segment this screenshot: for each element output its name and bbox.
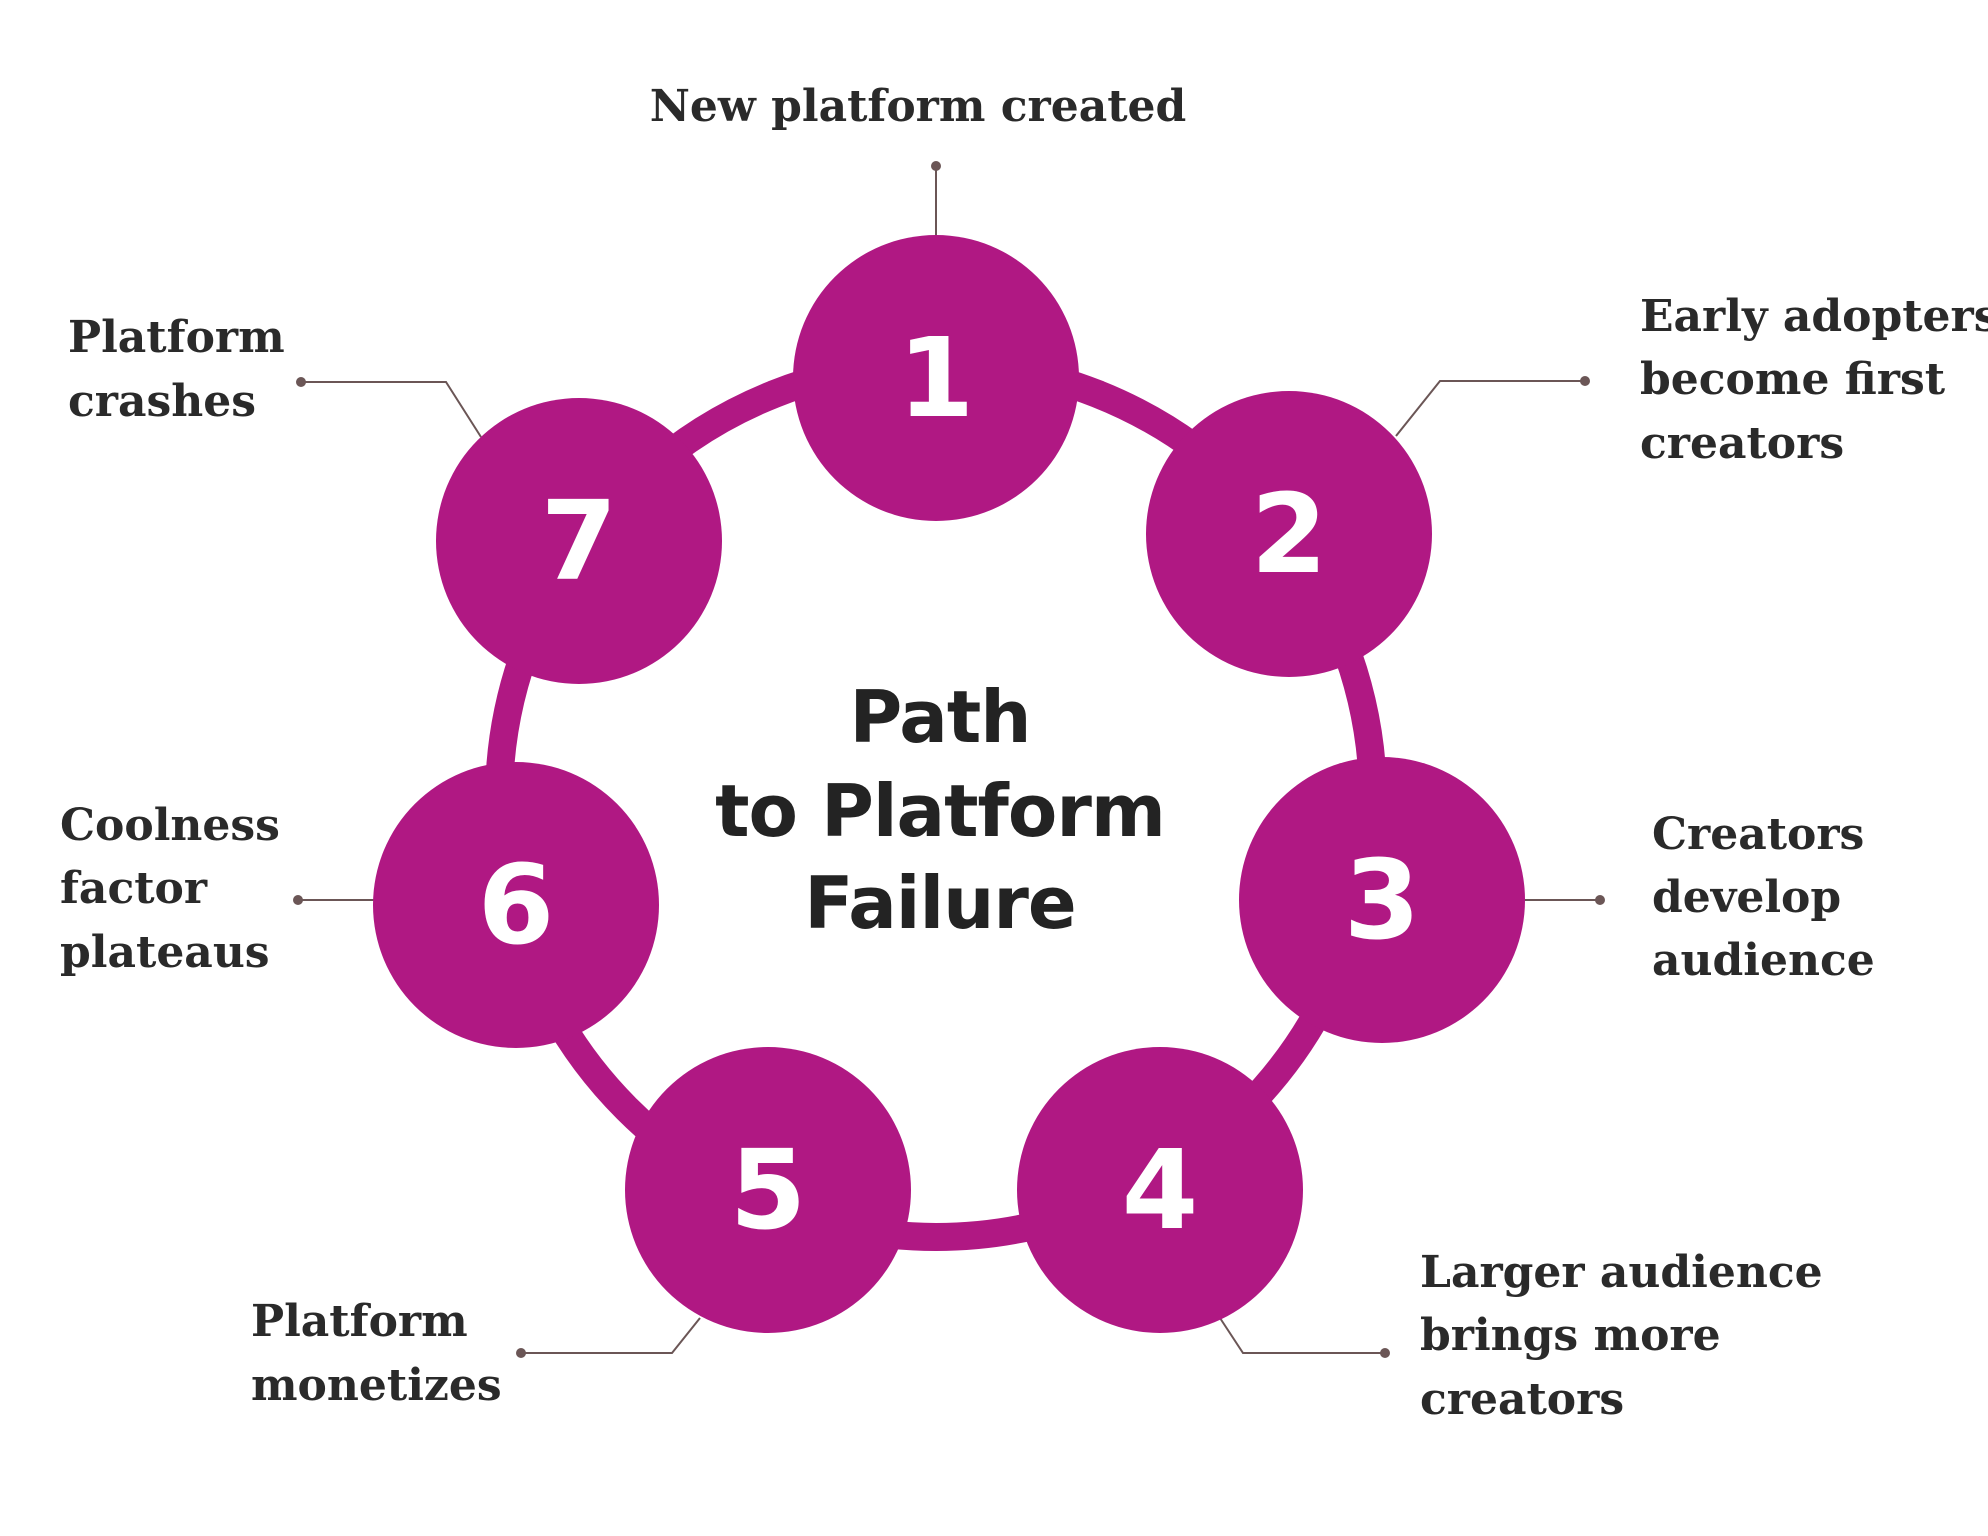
step-number-3: 3: [1344, 836, 1421, 964]
leader-line-5: [521, 1317, 701, 1354]
step-label-5-line-1: Platform: [251, 1296, 468, 1347]
step-circle-1: [793, 235, 1079, 521]
step-label-7-line-1: Platform: [68, 312, 285, 363]
step-circle-3: [1239, 757, 1525, 1043]
leader-line-2: [1395, 380, 1585, 437]
step-number-1: 1: [898, 314, 975, 442]
step-label-6-line-2: factor: [60, 863, 208, 914]
leader-dot-6: [293, 895, 303, 905]
step-label-2-line-3: creators: [1640, 418, 1844, 469]
step-node-3: 3: [1239, 757, 1525, 1043]
leader-dot-1: [931, 161, 941, 171]
step-label-3-line-3: audience: [1652, 935, 1875, 986]
step-number-5: 5: [730, 1126, 807, 1254]
step-node-4: 4: [1017, 1047, 1303, 1333]
step-label-7: Platform crashes: [68, 312, 285, 427]
step-circle-4: [1017, 1047, 1303, 1333]
center-title: Path to Platform Failure: [715, 675, 1166, 945]
step-label-1-line-1: New platform created: [650, 81, 1187, 132]
step-label-4: Larger audience brings more creators: [1420, 1247, 1823, 1425]
step-label-3: Creators develop audience: [1652, 809, 1875, 986]
step-number-7: 7: [541, 477, 618, 605]
step-node-5: 5: [625, 1047, 911, 1333]
step-circle-6: [373, 762, 659, 1048]
step-node-6: 6: [373, 762, 659, 1048]
leader-dot-7: [296, 377, 306, 387]
step-label-5-line-2: monetizes: [251, 1360, 502, 1411]
step-number-6: 6: [478, 841, 555, 969]
step-node-1: 1: [793, 235, 1079, 521]
leader-line-4: [1219, 1317, 1385, 1354]
step-circle-5: [625, 1047, 911, 1333]
step-label-6: Coolness factor plateaus: [60, 800, 280, 978]
leader-lines: [293, 161, 1605, 1358]
step-label-2-line-1: Early adopters: [1640, 291, 1988, 342]
step-circle-7: [436, 398, 722, 684]
step-label-4-line-1: Larger audience: [1420, 1247, 1823, 1298]
step-label-2-line-2: become first: [1640, 354, 1946, 405]
leader-dot-3: [1595, 895, 1605, 905]
leader-dot-5: [516, 1348, 526, 1358]
step-number-2: 2: [1251, 470, 1328, 598]
leader-line-7: [301, 381, 482, 438]
center-title-line-1: Path: [849, 675, 1030, 759]
step-label-3-line-2: develop: [1652, 872, 1841, 923]
step-label-2: Early adopters become first creators: [1640, 291, 1988, 469]
center-title-line-2: to Platform: [715, 769, 1165, 853]
step-label-5: Platform monetizes: [251, 1296, 502, 1411]
step-label-7-line-2: crashes: [68, 376, 256, 427]
step-label-6-line-1: Coolness: [60, 800, 280, 851]
step-label-4-line-2: brings more: [1420, 1310, 1721, 1361]
step-number-4: 4: [1122, 1126, 1199, 1254]
step-label-3-line-1: Creators: [1652, 809, 1864, 860]
leader-dot-2: [1580, 376, 1590, 386]
step-label-6-line-3: plateaus: [60, 927, 270, 978]
step-circle-2: [1146, 391, 1432, 677]
step-node-2: 2: [1146, 391, 1432, 677]
step-node-7: 7: [436, 398, 722, 684]
step-label-1: New platform created: [650, 81, 1187, 132]
step-label-4-line-3: creators: [1420, 1374, 1624, 1425]
leader-dot-4: [1380, 1348, 1390, 1358]
center-title-line-3: Failure: [804, 861, 1076, 945]
